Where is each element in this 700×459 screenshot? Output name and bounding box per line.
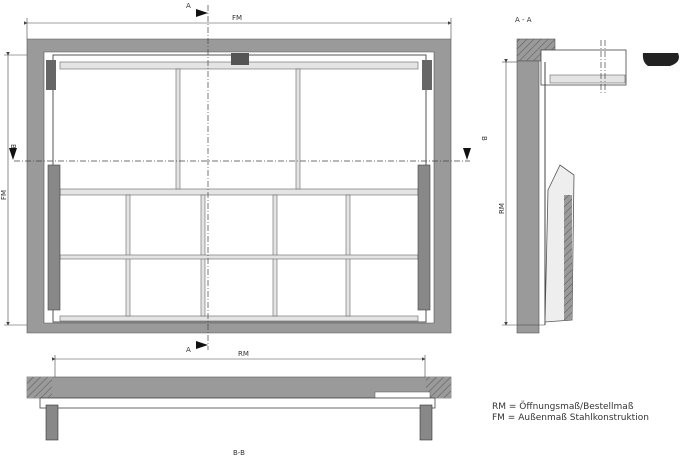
section-mark-b-right: B: [480, 136, 488, 141]
hinge-left: [46, 60, 56, 90]
mid-rail: [59, 188, 419, 196]
wall-frame: [26, 38, 452, 334]
hinge-right: [422, 60, 432, 90]
gas-spring-left: [47, 164, 61, 311]
legend: RM = Öffnungsmaß/Bestellmaß FM = Außenma…: [492, 401, 649, 423]
section-a-title: A - A: [515, 16, 532, 24]
handle-section: [642, 53, 679, 66]
section-a-a: A - A RM: [498, 16, 679, 334]
section-mark-a-top: A: [186, 2, 191, 10]
door-frame: [52, 54, 427, 323]
section-mark-a-bottom: A: [186, 346, 191, 354]
wall-hatch-right: [426, 377, 451, 398]
door-leaf-section: [564, 195, 572, 320]
door-leaf-plan: [39, 397, 436, 409]
section-arrow-b-left: [9, 148, 17, 160]
rm-width-label: RM: [238, 350, 249, 358]
rm-height-label: RM: [498, 203, 506, 214]
fm-height-label: FM: [0, 190, 8, 200]
wall-section: [516, 60, 540, 334]
section-arrow-b-right: [463, 148, 471, 160]
section-b-title: B-B: [233, 449, 245, 457]
upper-mullion: [295, 68, 301, 190]
legend-rm: RM = Öffnungsmaß/Bestellmaß: [492, 401, 634, 412]
fm-width-label: FM: [232, 14, 242, 22]
lock-block: [231, 53, 249, 65]
section-arrow-a-top: [196, 9, 208, 17]
upper-mullion: [175, 68, 181, 190]
gas-spring-right: [417, 164, 431, 311]
front-view: A A B B FM FM: [0, 2, 488, 354]
section-arrow-a-bottom: [196, 341, 208, 349]
handle-right: [419, 404, 433, 441]
section-mark-b-left: B: [9, 144, 17, 149]
door-leaf-open: [549, 74, 626, 84]
handle-left: [45, 404, 59, 441]
sill-recess: [374, 391, 431, 399]
section-b-b: RM B-B: [26, 350, 452, 457]
bottom-rail: [59, 315, 419, 322]
legend-fm: FM = Außenmaß Stahlkonstruktion: [492, 413, 649, 423]
lower-transom: [59, 254, 419, 260]
wall-hatch-left: [27, 377, 52, 398]
